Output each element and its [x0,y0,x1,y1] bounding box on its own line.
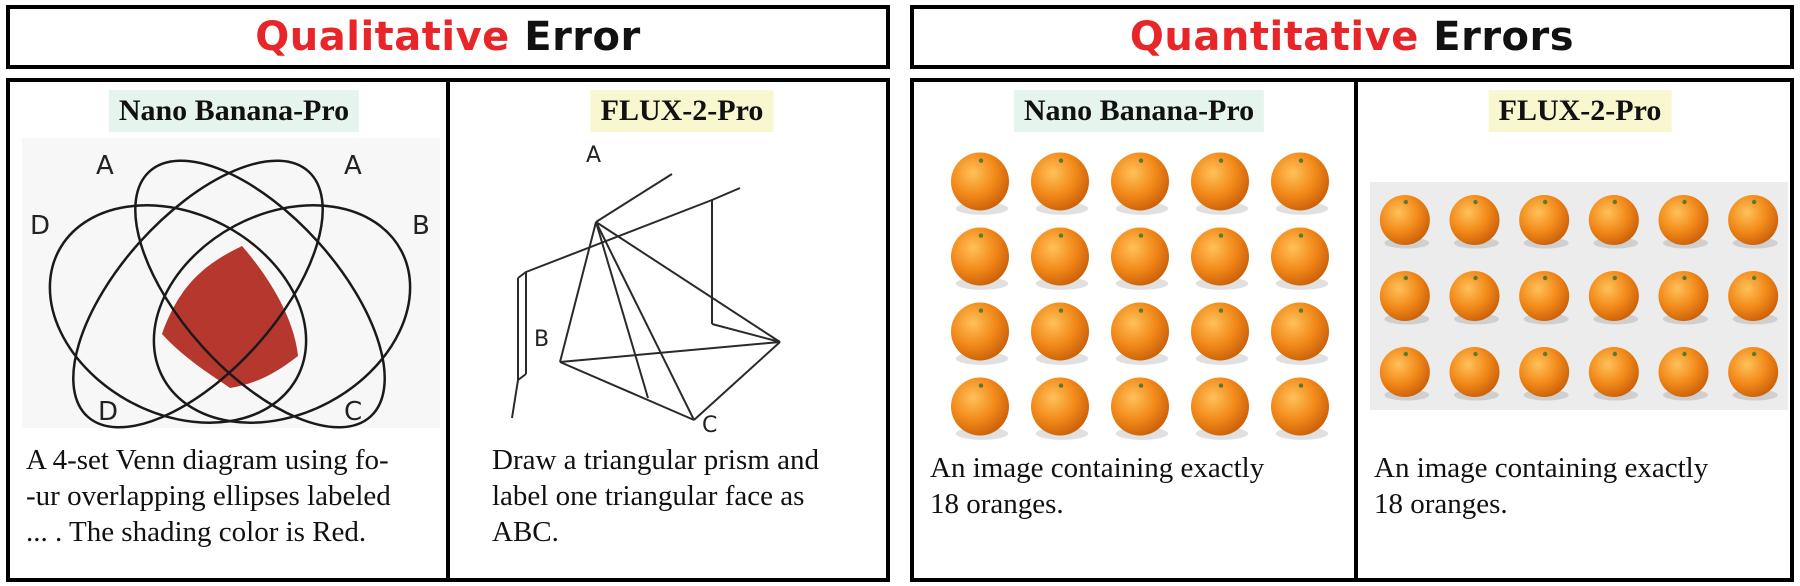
prism-lines [511,173,781,421]
orange [1519,347,1570,401]
orange [1271,302,1329,365]
orange [1728,271,1779,325]
nano-oranges-panel: Nano Banana-Pro An image containing exac… [914,82,1354,578]
orange [1271,227,1329,290]
orange [1588,271,1639,325]
model-label-flux: FLUX-2-Pro [1488,90,1672,132]
orange [1449,347,1500,401]
venn-ellipses [48,159,412,429]
orange [1379,347,1430,401]
orange [1658,347,1709,401]
venn-label-bottom-right: C [344,397,362,427]
orange [1519,195,1570,249]
prism-caption: Draw a triangular prism and label one tr… [492,444,819,548]
orange [1111,377,1169,440]
prism-top-extension [711,187,741,201]
orange [951,227,1009,290]
prism-edge-ac [595,221,695,421]
venn-ellipse-d [48,204,308,424]
orange [1111,152,1169,215]
orange [1588,195,1639,249]
orange [951,302,1009,365]
prism-edge-top [595,173,673,223]
prism-panel: FLUX-2-Pro A B [450,82,886,578]
orange [1379,271,1430,325]
prism-back-base [517,373,527,381]
orange [951,377,1009,440]
quantitative-title-highlight: Quantitative [1129,14,1419,60]
prism-edge-bc [559,361,695,421]
orange [1519,271,1570,325]
quantitative-header: Quantitative Errors [910,5,1794,69]
orange [951,152,1009,215]
prism-edge-back-d [711,323,781,343]
orange [1031,377,1089,440]
orange [1588,347,1639,401]
model-label-nano-banana: Nano Banana-Pro [1013,90,1265,132]
panel-divider [446,82,450,578]
qualitative-header: Qualitative Error [6,5,890,69]
prism-vertex-b: B [534,327,549,352]
venn-ellipse-b [152,204,412,424]
orange [1031,302,1089,365]
venn-label-left: D [30,211,50,241]
qualitative-panel-group: Nano Banana-Pro A A D B D C A 4-set Venn… [6,78,890,582]
venn-label-bottom-left: D [98,397,118,427]
venn-diagram: A A D B D C [22,138,440,429]
orange [1111,302,1169,365]
qualitative-title-highlight: Qualitative [255,14,510,60]
venn-label-top-left: A [96,151,114,181]
quantitative-title: Quantitative Errors [1130,14,1574,60]
orange [1031,152,1089,215]
orange [1191,302,1249,365]
venn-shaded-region [162,246,298,388]
venn-caption: A 4-set Venn diagram using fo- -ur overl… [26,444,391,548]
quantitative-panel-group: Nano Banana-Pro An image containing exac… [910,78,1794,582]
flux-oranges-caption: An image containing exactly 18 oranges. [1374,452,1709,520]
orange [1191,152,1249,215]
orange [1111,227,1169,290]
prism-drawing: A B C [511,143,781,434]
orange [1449,271,1500,325]
prism-edge-bd [559,341,781,363]
venn-label-right: B [412,211,430,241]
orange-grid-nano [951,152,1329,440]
orange-grid-background [1370,182,1788,410]
prism-vertex-c: C [702,413,717,434]
prism-edge-inner [595,221,649,399]
orange [1191,377,1249,440]
venn-panel: Nano Banana-Pro A A D B D C A 4-set Venn… [10,82,446,578]
panel-divider [1354,82,1358,578]
model-label-nano-banana: Nano Banana-Pro [108,90,360,132]
prism-edge-cd [693,341,781,421]
prism-edge-ad [595,221,781,343]
orange [1379,195,1430,249]
orange [1271,377,1329,440]
nano-oranges-caption: An image containing exactly 18 oranges. [930,452,1265,520]
orange [1658,195,1709,249]
venn-ellipse-a2 [134,159,386,429]
orange-grid-flux [1370,182,1788,410]
flux-oranges-panel: FLUX-2-Pro An image containing exactly 1… [1358,82,1794,578]
orange [1031,227,1089,290]
orange [1728,347,1779,401]
orange [1191,227,1249,290]
orange [1271,152,1329,215]
prism-vertex-a: A [586,143,601,168]
model-label-flux: FLUX-2-Pro [590,90,774,132]
qualitative-title-rest: Error [524,14,641,60]
qualitative-title: Qualitative Error [255,14,640,60]
orange [1449,195,1500,249]
quantitative-title-rest: Errors [1433,14,1575,60]
orange [1728,195,1779,249]
prism-stand [511,379,519,419]
orange [1658,271,1709,325]
venn-label-top-right: A [344,151,362,181]
prism-edge-ab [559,221,597,363]
